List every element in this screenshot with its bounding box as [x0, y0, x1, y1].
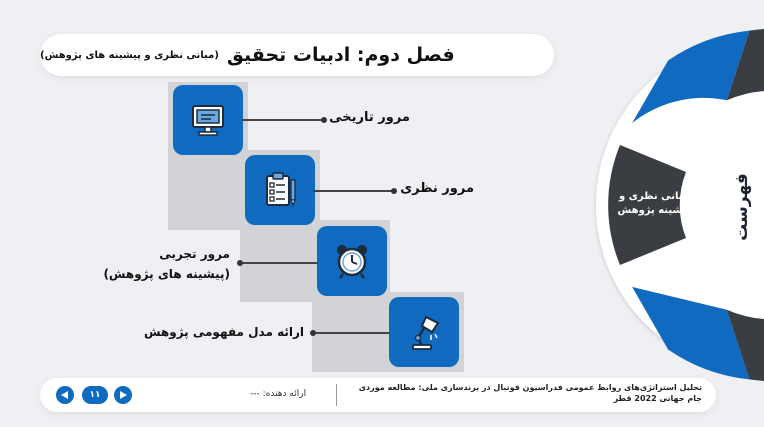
- step-1-label: مرور تاریخی: [329, 110, 410, 125]
- footer-divider: [336, 384, 337, 406]
- menu-segment-3: [632, 286, 750, 380]
- connector-dot-3: [237, 260, 243, 266]
- step-3-label: مرور تجربی (پیشینه های پژوهش): [103, 244, 230, 285]
- presenter-label: ارائه دهنده: ---: [250, 389, 307, 399]
- arrow-left-icon: [61, 391, 68, 399]
- menu-title: فهرست: [732, 173, 752, 241]
- menu-item-current-label: مبانی نظری و پیشینه پژوهش: [617, 190, 691, 217]
- connector-4: [313, 332, 390, 334]
- menu-item-current[interactable]: مبانی نظری و پیشینه پژوهش: [616, 168, 692, 240]
- footer-bar: تحلیل استراتژی‌های روابط عمومی فدراسیون …: [40, 378, 716, 412]
- previous-page-button[interactable]: [56, 386, 74, 404]
- menu-segment-1: [632, 30, 750, 124]
- clipboard-checklist-icon: [266, 172, 296, 207]
- connector-2: [313, 190, 395, 192]
- page-number: ۱۱: [82, 386, 108, 404]
- connector-1: [241, 119, 321, 121]
- page-title: فصل دوم: ادبیات تحقیق: [226, 44, 455, 66]
- step-3-label-line-1: مرور تجربی: [159, 247, 230, 261]
- step-3-tile[interactable]: [317, 226, 387, 296]
- connector-dot-4: [310, 330, 316, 336]
- connector-dot-1: [321, 117, 327, 123]
- step-4-tile[interactable]: [389, 297, 459, 367]
- connector-dot-2: [391, 188, 397, 194]
- arrow-right-icon: [120, 391, 127, 399]
- monitor-icon: [192, 105, 224, 136]
- menu-segment-bottom-gray: [726, 309, 764, 381]
- alarm-clock-icon: [337, 245, 367, 279]
- title-bar: فصل دوم: ادبیات تحقیق (مبانی نظری و پیشی…: [40, 34, 554, 76]
- connector-3: [240, 262, 318, 264]
- menu-number-1: ۱: [675, 98, 698, 125]
- footer-thesis-title: تحلیل استراتژی‌های روابط عمومی فدراسیون …: [358, 383, 702, 403]
- menu-segment-top-gray: [726, 29, 764, 101]
- page-subtitle: (مبانی نظری و پیشینه های پژوهش): [40, 49, 219, 61]
- step-3-label-line-2: (پیشینه های پژوهش): [103, 267, 230, 282]
- step-1-tile[interactable]: [173, 85, 243, 155]
- step-4-label: ارائه مدل مفهومی پژوهش: [143, 325, 304, 339]
- menu-number-3: ۳: [682, 272, 705, 299]
- desk-lamp-icon: [412, 315, 440, 350]
- next-page-button[interactable]: [114, 386, 132, 404]
- step-2-tile[interactable]: [245, 155, 315, 225]
- step-2-label: مرور نظری: [400, 181, 474, 196]
